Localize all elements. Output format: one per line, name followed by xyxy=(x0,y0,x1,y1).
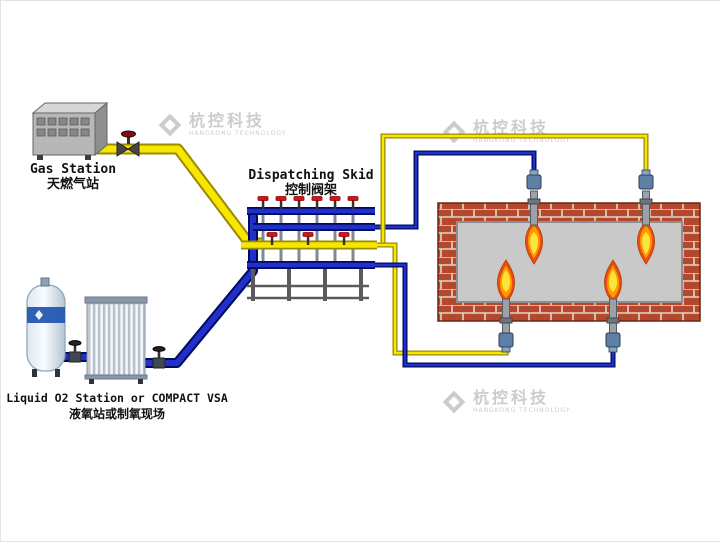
gas-station-label-en: Gas Station xyxy=(29,162,117,177)
vaporizer-fins xyxy=(89,303,144,376)
o2-station-label-en: Liquid O2 Station or COMPACT VSA xyxy=(6,391,228,405)
o2-station-label: Liquid O2 Station or COMPACT VSA 液氧站或制氧现… xyxy=(1,391,233,422)
vaporizer-outlet-valve xyxy=(152,346,166,369)
burner-top-left xyxy=(526,169,542,226)
building-vents xyxy=(36,117,90,137)
watermark-subtitle: HANGKONG TECHNOLOGY xyxy=(189,130,287,137)
burner-bottom-right xyxy=(605,298,621,353)
o2-line-bottom-right-burner xyxy=(375,262,616,368)
gas-station-label: Gas Station 天燃气站 xyxy=(13,162,133,193)
liquid-o2-tank xyxy=(26,277,66,377)
watermark-subtitle: HANGKONG TECHNOLOGY xyxy=(473,137,571,144)
watermark-text: 杭控科技 HANGKONG TECHNOLOGY xyxy=(473,119,570,145)
skid-riser-pipes xyxy=(261,207,355,265)
watermark-title: 杭控科技 xyxy=(473,118,550,137)
watermark: 杭控科技 HANGKONG TECHNOLOGY xyxy=(157,111,286,139)
o2-line-top-left-burner xyxy=(375,150,537,230)
burner-bottom-left xyxy=(498,298,514,353)
watermark: 杭控科技 HANGKONG TECHNOLOGY xyxy=(441,118,570,146)
skid-frame xyxy=(247,267,369,301)
gas-station-label-cn: 天燃气站 xyxy=(46,177,99,192)
flame-bottom-left xyxy=(497,259,515,303)
o2-station-label-cn: 液氧站或制氧现场 xyxy=(68,407,165,421)
watermark-subtitle: HANGKONG TECHNOLOGY xyxy=(473,407,571,414)
tank-logo-icon xyxy=(35,310,43,320)
flame-top-left xyxy=(525,221,543,265)
gas-station-building xyxy=(31,101,109,160)
dispatching-skid-assembly xyxy=(241,196,377,301)
watermark-text: 杭控科技 HANGKONG TECHNOLOGY xyxy=(473,389,570,415)
skid-valve-handles xyxy=(257,196,359,245)
watermark-title: 杭控科技 xyxy=(473,388,550,407)
watermark-text: 杭控科技 HANGKONG TECHNOLOGY xyxy=(189,112,286,138)
watermark: 杭控科技 HANGKONG TECHNOLOGY xyxy=(441,388,570,416)
burner-top-right xyxy=(638,169,654,226)
dispatching-skid-label-cn: 控制阀架 xyxy=(284,183,337,198)
flame-top-right xyxy=(637,221,655,265)
dispatching-skid-label: Dispatching Skid 控制阀架 xyxy=(241,168,381,199)
dispatching-skid-label-en: Dispatching Skid xyxy=(248,168,374,183)
o2-tank-valve xyxy=(68,340,82,363)
furnace xyxy=(437,202,701,322)
watermark-title: 杭控科技 xyxy=(189,111,266,130)
flame-bottom-right xyxy=(604,259,622,303)
gas-shutoff-valve xyxy=(116,130,140,157)
vaporizer xyxy=(84,296,148,384)
